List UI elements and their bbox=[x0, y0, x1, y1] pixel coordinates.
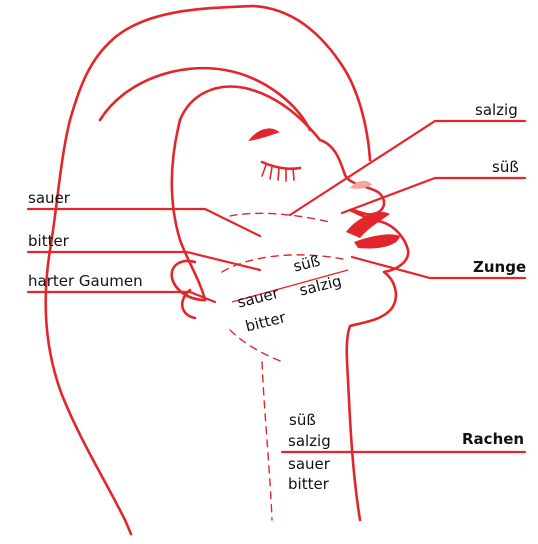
label-zunge: Zunge bbox=[473, 260, 526, 275]
ear bbox=[172, 261, 205, 300]
label-suess: süß bbox=[492, 160, 519, 175]
throat-label-salzig: salzig bbox=[288, 434, 331, 449]
face-profile bbox=[320, 140, 408, 520]
hairline-inner bbox=[100, 68, 310, 130]
throat-dashed bbox=[262, 362, 272, 520]
palate-dashed bbox=[230, 213, 330, 222]
eyelid bbox=[262, 162, 300, 169]
label-harter-gaumen: harter Gaumen bbox=[28, 274, 143, 289]
leader-bitter bbox=[28, 252, 260, 270]
throat-label-bitter: bitter bbox=[288, 477, 329, 492]
hair-front bbox=[253, 6, 370, 160]
throat-label-suess: süß bbox=[289, 413, 316, 428]
throat-label-sauer: sauer bbox=[288, 457, 330, 472]
label-rachen: Rachen bbox=[462, 432, 524, 447]
tongue-dashed bbox=[222, 255, 348, 272]
label-salzig: salzig bbox=[475, 103, 518, 118]
label-sauer: sauer bbox=[28, 191, 70, 206]
label-bitter: bitter bbox=[28, 234, 69, 249]
internal-dashed-lines bbox=[222, 213, 348, 520]
hair-outline bbox=[46, 6, 253, 534]
upper-lip bbox=[346, 212, 390, 238]
leader-salzig bbox=[290, 121, 525, 215]
eyebrow bbox=[250, 129, 278, 140]
throat-front-dashed bbox=[230, 330, 283, 362]
